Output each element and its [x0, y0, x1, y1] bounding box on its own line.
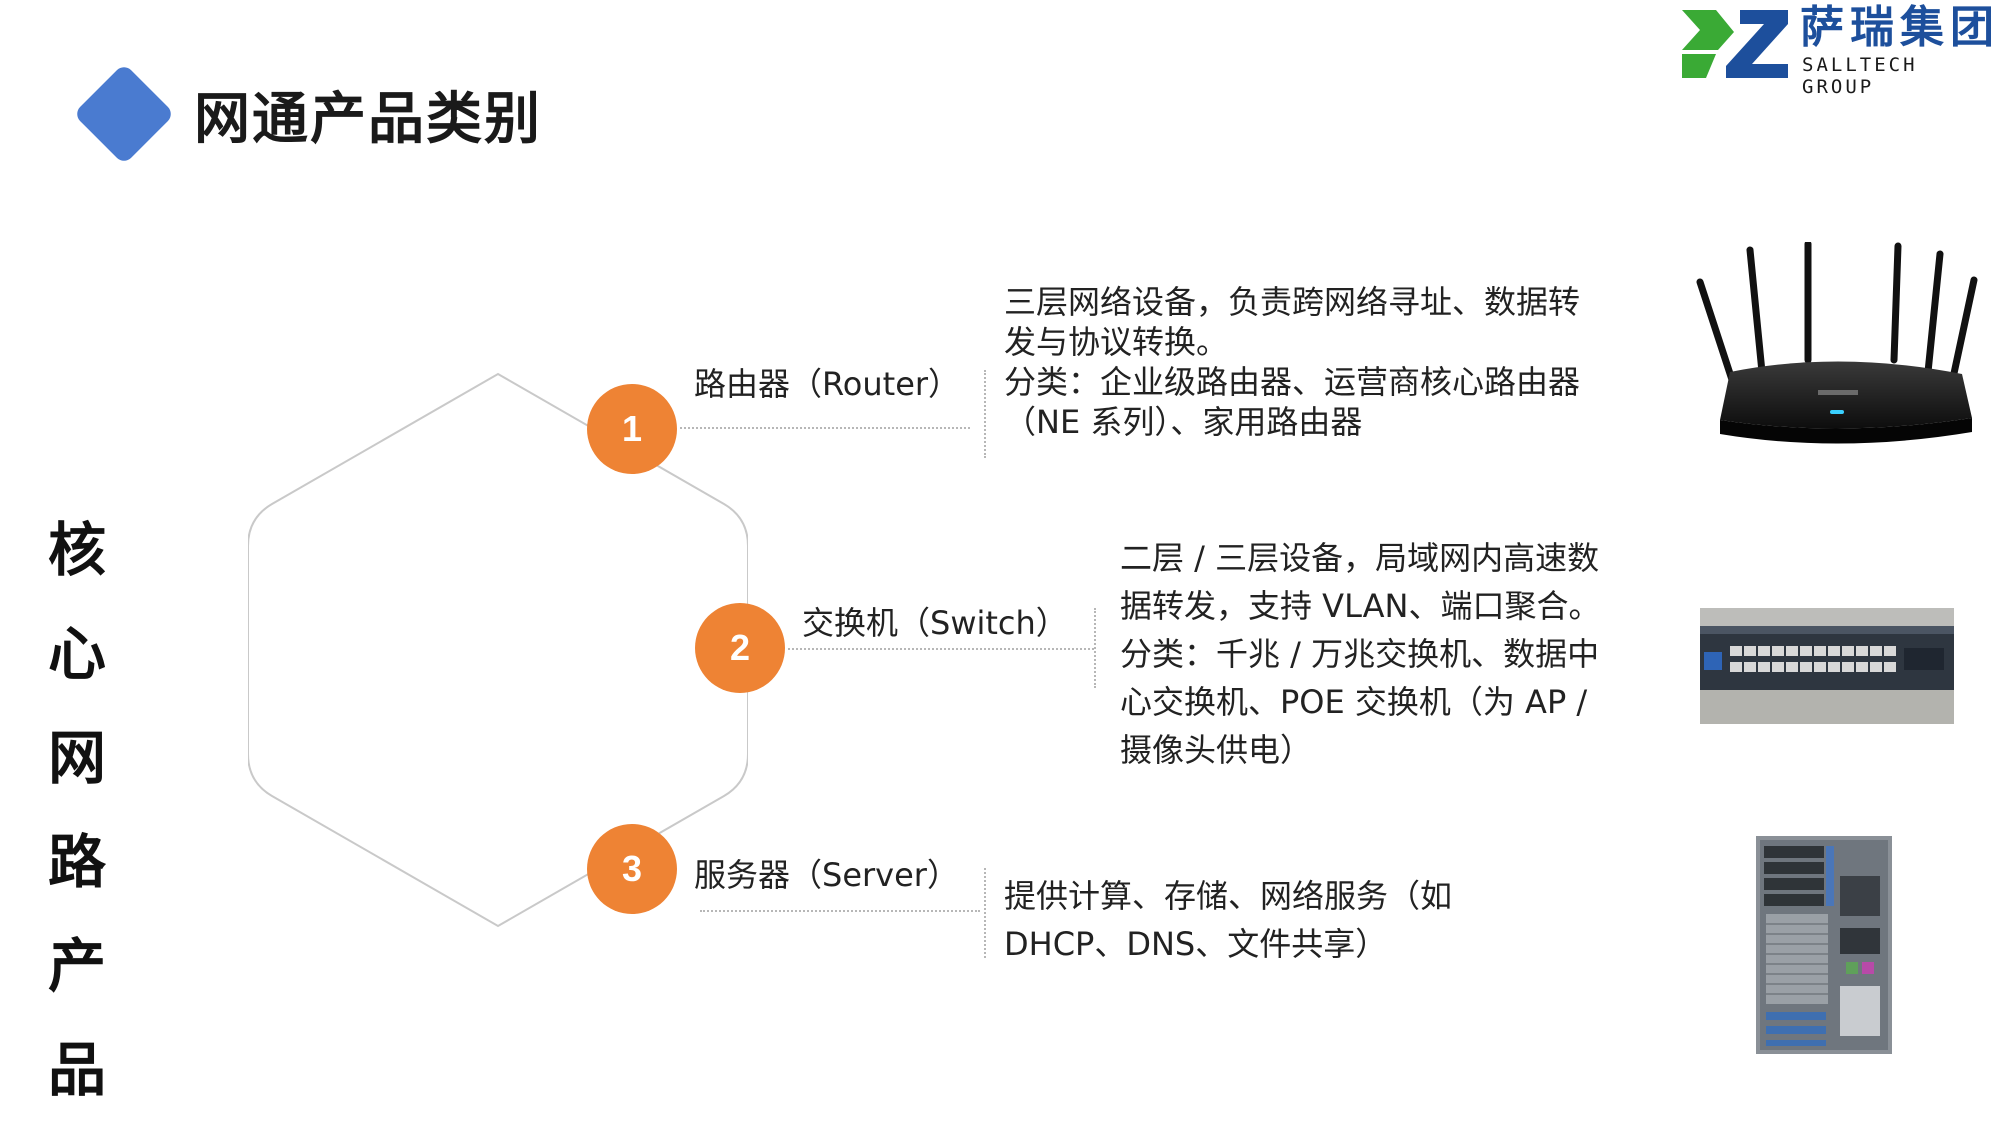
step-circle-1: 1 — [587, 384, 677, 474]
description-line: 分类：企业级路由器、运营商核心路由器 — [1004, 363, 1581, 401]
server-image — [1756, 836, 1892, 1054]
description-line: 摄像头供电） — [1120, 731, 1313, 769]
description-line: DHCP、DNS、文件共享） — [1004, 925, 1388, 963]
description-line: 三层网络设备，负责跨网络寻址、数据转 — [1004, 283, 1581, 321]
side-title: 核心 网路 产品 — [48, 498, 188, 1122]
step-circle-2: 2 — [695, 603, 785, 693]
description-line: 提供计算、存储、网络服务（如 — [1004, 877, 1453, 915]
page-title: 网通产品类别 — [194, 87, 542, 152]
connector-line — [700, 910, 980, 912]
switch-image — [1700, 608, 1954, 724]
server-description: 提供计算、存储、网络服务（如 DHCP、DNS、文件共享） — [1004, 872, 1544, 968]
connector-line — [1094, 608, 1096, 688]
logo-chinese-name: 萨瑞集团 — [1800, 2, 2000, 53]
server-label: 服务器（Server） — [694, 856, 959, 894]
description-line: 发与协议转换。 — [1004, 323, 1229, 361]
step-circle-3: 3 — [587, 824, 677, 914]
connector-line — [680, 427, 970, 429]
description-line: （NE 系列）、家用路由器 — [1004, 403, 1363, 441]
side-title-line: 核心 — [48, 516, 127, 688]
side-title-line: 网路 — [48, 724, 127, 896]
description-line: 分类：千兆 / 万兆交换机、数据中 — [1120, 635, 1600, 673]
description-line: 据转发，支持 VLAN、端口聚合。 — [1120, 587, 1601, 625]
router-image — [1696, 242, 1978, 444]
router-label: 路由器（Router） — [694, 365, 961, 403]
switch-label: 交换机（Switch） — [802, 604, 1068, 642]
description-line: 二层 / 三层设备，局域网内高速数 — [1120, 539, 1600, 577]
hexagon-outline — [248, 372, 748, 928]
switch-description: 二层 / 三层设备，局域网内高速数 据转发，支持 VLAN、端口聚合。 分类：千… — [1120, 534, 1640, 774]
title-diamond-icon — [73, 63, 175, 165]
router-description: 三层网络设备，负责跨网络寻址、数据转 发与协议转换。 分类：企业级路由器、运营商… — [1004, 282, 1634, 442]
logo-english-name: SALLTECH GROUP — [1802, 54, 1918, 98]
side-title-line: 产品 — [48, 932, 127, 1104]
description-line: 心交换机、POE 交换机（为 AP / — [1120, 683, 1588, 721]
connector-line — [984, 868, 986, 958]
connector-line — [984, 370, 986, 458]
connector-line — [788, 648, 1094, 650]
salltech-logo-icon — [1682, 10, 1788, 78]
